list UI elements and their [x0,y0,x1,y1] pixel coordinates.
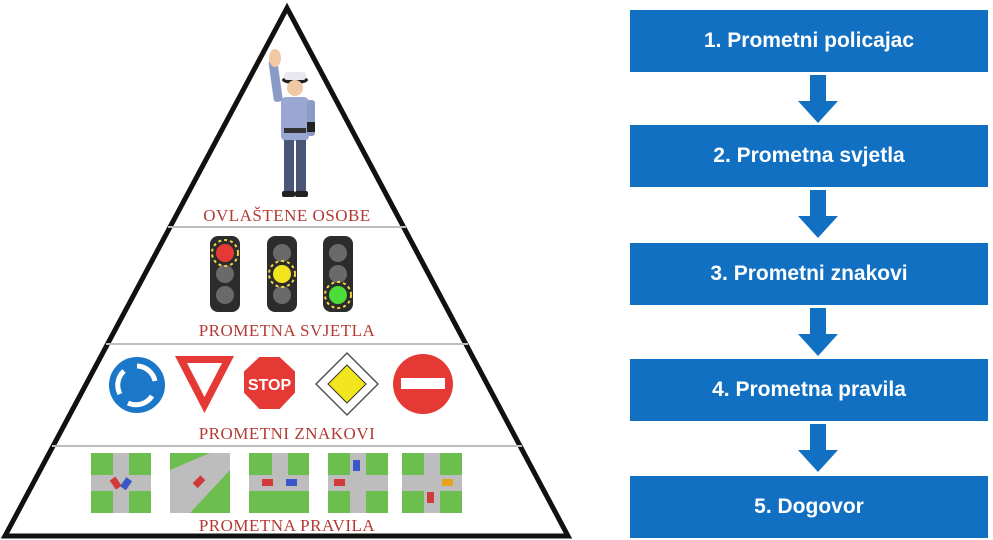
intersection-diagram-icon-2 [170,453,230,513]
stop-sign-icon: STOP [242,355,297,411]
step-box-4: 4. Prometna pravila [630,359,988,421]
layer-label-4: PROMETNA PRAVILA [199,516,376,535]
yield-sign-icon [175,356,234,413]
layer-label-3: PROMETNI ZNAKOVI [199,424,376,443]
step-box-2: 2. Prometna svjetla [630,125,988,187]
arrow-down-icon [798,308,838,356]
arrow-down-icon [798,190,838,238]
priority-pyramid: OVLAŠTENE OSOBE PROMETNA SVJETLA STOP [0,2,573,539]
step-box-1: 1. Prometni policajac [630,10,988,72]
traffic-light-red-icon [210,236,240,312]
roundabout-sign-icon [107,355,167,415]
traffic-light-yellow-icon [267,236,297,312]
arrow-down-icon [798,424,838,472]
step-box-3: 3. Prometni znakovi [630,243,988,305]
police-officer-icon [268,49,315,197]
intersection-diagram-icon-3 [249,453,309,513]
no-entry-sign-icon [393,354,453,414]
stop-sign-text: STOP [248,377,292,394]
intersection-diagram-icon-1 [91,453,151,513]
traffic-light-green-icon [323,236,353,312]
layer-label-1: OVLAŠTENE OSOBE [203,206,371,225]
intersection-diagram-icon-5 [402,453,462,513]
intersection-diagram-icon-4 [328,453,388,513]
layer-label-2: PROMETNA SVJETLA [199,321,376,340]
step-box-5: 5. Dogovor [630,476,988,538]
arrow-down-icon [798,75,838,123]
priority-road-sign-icon [314,351,380,417]
